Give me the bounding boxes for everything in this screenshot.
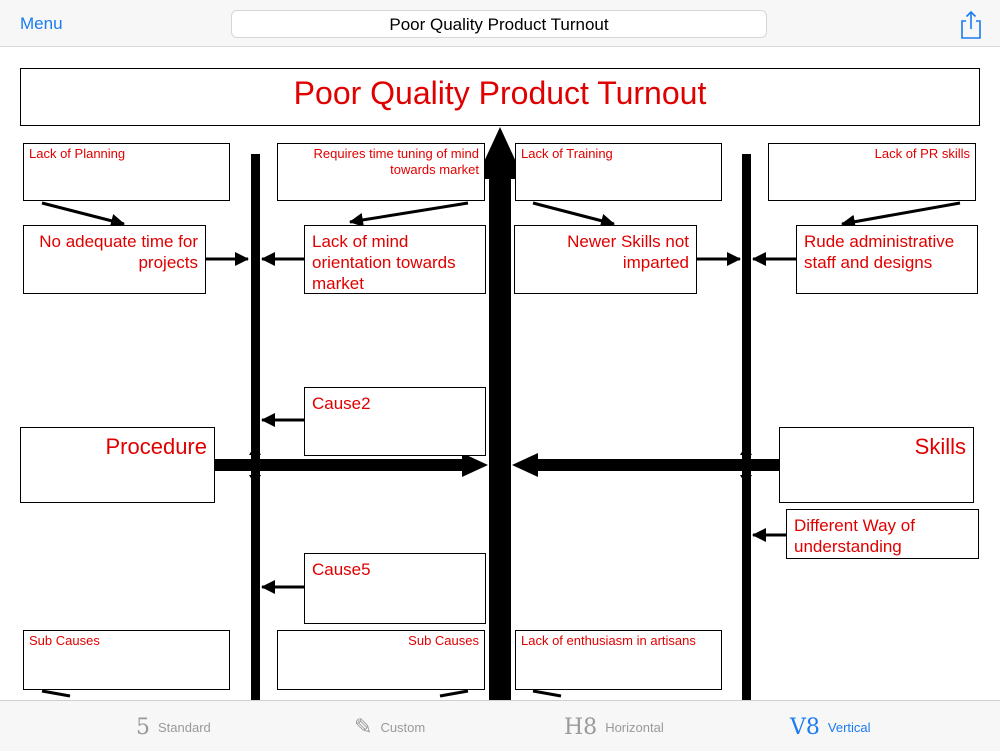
sub-cause-label: Lack of enthusiasm in artisans	[521, 633, 696, 648]
tab-standard[interactable]: 5 Standard	[136, 713, 211, 741]
diagram-title: Poor Quality Product Turnout	[293, 75, 707, 111]
fishbone-diagram-canvas[interactable]: Poor Quality Product Turnout Lack of Pla…	[0, 47, 1000, 700]
sub-cause-label: Sub Causes	[408, 633, 479, 648]
sub-cause-label: Lack of Training	[521, 146, 613, 161]
cause-label: No adequate time for projects	[39, 232, 198, 272]
standard-icon: 5	[136, 714, 150, 740]
cause-label: Newer Skills not imparted	[567, 232, 689, 272]
cause-label: Rude administrative staff and designs	[804, 232, 955, 272]
vertical-icon: V8	[790, 714, 820, 740]
sub-cause-bottom-mid[interactable]: Sub Causes	[277, 630, 485, 690]
sub-cause-lack-of-pr-skills[interactable]: Lack of PR skills	[768, 143, 976, 201]
tab-bar: 5 Standard ✎ Custom H8 Horizontal V8 Ver…	[0, 700, 1000, 751]
sub-cause-label: Requires time tuning of mind towards mar…	[313, 146, 479, 177]
cause-newer-skills[interactable]: Newer Skills not imparted	[514, 225, 697, 294]
tab-label: Standard	[158, 719, 211, 735]
sub-cause-bottom-left[interactable]: Sub Causes	[23, 630, 230, 690]
sub-cause-time-tuning[interactable]: Requires time tuning of mind towards mar…	[277, 143, 485, 201]
sub-cause-label: Sub Causes	[29, 633, 100, 648]
navigation-bar: Menu Poor Quality Product Turnout	[0, 0, 1000, 47]
cause-rude-administrative-staff[interactable]: Rude administrative staff and designs	[796, 225, 978, 294]
tab-custom[interactable]: ✎ Custom	[354, 713, 425, 741]
category-label: Procedure	[105, 434, 207, 459]
cause-cause2[interactable]: Cause2	[304, 387, 486, 456]
procedure-branch-head	[462, 453, 488, 477]
category-label: Skills	[914, 434, 966, 459]
menu-button[interactable]: Menu	[20, 14, 63, 33]
category-procedure[interactable]: Procedure	[20, 427, 215, 503]
tab-label: Vertical	[827, 719, 871, 735]
cause-no-adequate-time[interactable]: No adequate time for projects	[23, 225, 206, 294]
document-title-field[interactable]: Poor Quality Product Turnout	[231, 10, 767, 38]
cause-label: Cause5	[312, 560, 371, 579]
left-bone	[251, 154, 260, 700]
cause-label: Different Way of understanding	[794, 516, 915, 556]
skills-branch-head	[512, 453, 538, 477]
diagram-connectors	[41, 127, 961, 700]
cause-lack-of-mind-orientation[interactable]: Lack of mind orientation towards market	[304, 225, 486, 294]
horizontal-icon: H8	[564, 714, 598, 740]
pencil-icon: ✎	[354, 714, 373, 740]
sub-cause-lack-of-planning[interactable]: Lack of Planning	[23, 143, 230, 201]
sub-cause-label: Lack of Planning	[29, 146, 126, 161]
cause-different-way[interactable]: Different Way of understanding	[786, 509, 979, 559]
category-skills[interactable]: Skills	[779, 427, 974, 503]
cause-label: Cause2	[312, 394, 371, 413]
tab-vertical[interactable]: V8 Vertical	[790, 713, 871, 741]
diagram-title-box[interactable]: Poor Quality Product Turnout	[20, 68, 980, 126]
spine-arrowhead	[476, 127, 524, 179]
sub-cause-lack-of-enthusiasm[interactable]: Lack of enthusiasm in artisans	[515, 630, 722, 690]
share-icon[interactable]	[958, 10, 984, 40]
cause-label: Lack of mind orientation towards market	[312, 232, 456, 293]
tab-label: Custom	[380, 719, 426, 735]
procedure-branch	[214, 459, 464, 471]
sub-cause-lack-of-training[interactable]: Lack of Training	[515, 143, 722, 201]
tab-horizontal[interactable]: H8 Horizontal	[564, 713, 664, 741]
sub-cause-label: Lack of PR skills	[874, 146, 970, 161]
tab-label: Horizontal	[605, 719, 664, 735]
spine-shaft	[489, 175, 511, 700]
cause-cause5[interactable]: Cause5	[304, 553, 486, 624]
skills-branch	[538, 459, 782, 471]
right-bone	[742, 154, 751, 700]
